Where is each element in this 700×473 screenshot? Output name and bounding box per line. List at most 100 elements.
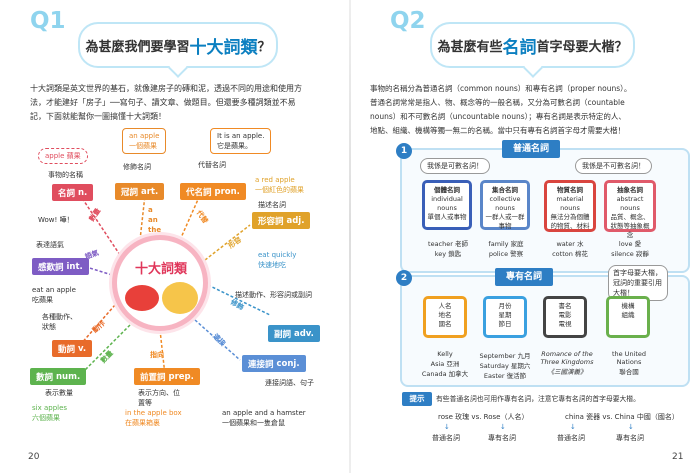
card-zh: 一群人或一群事物 — [485, 213, 525, 230]
pronoun-example-en: It is an apple. — [217, 132, 265, 140]
card-line: 地名 — [438, 311, 452, 319]
conjunction-tag: 連接詞 conj. — [242, 355, 306, 372]
question-text: 為甚麼我們要學習 — [85, 39, 190, 55]
numeral-example-en: six apples — [32, 404, 68, 412]
arrow-label-preposition: 指向 — [150, 351, 164, 359]
question-highlight: 名詞 — [502, 37, 537, 58]
proper-noun-title: 專有名詞 — [495, 268, 553, 286]
intro-line: 十大詞類是英文世界的基石，就像建房子的磚和泥，透過不同的用途和使用方 — [30, 84, 302, 93]
preposition-label: 前置詞 — [140, 372, 166, 383]
example-word: Romance of the — [541, 350, 593, 358]
article-note: 修飾名詞 — [123, 163, 151, 171]
example-word: Canada 加拿大 — [421, 370, 469, 378]
verb-abbr: v. — [77, 343, 87, 354]
question-number: Q1 — [30, 8, 66, 34]
arrow-label-article: a an the — [148, 206, 162, 234]
example-word: water 水 — [556, 240, 584, 248]
pronoun-example-zh: 它是蘋果。 — [217, 142, 252, 150]
conjunction-example-en: an apple and a hamster — [222, 409, 306, 417]
adjective-label: 形容詞 — [258, 216, 284, 227]
adverb-tag: 副詞 adv. — [268, 325, 320, 342]
preposition-example-en: in the apple box — [125, 409, 182, 417]
preposition-example-zh: 在蘋果箱裏 — [125, 419, 160, 427]
example-word: police 警察 — [488, 250, 524, 258]
question-bubble: 為甚麼我們要學習十大詞類？ — [78, 22, 278, 68]
person-place-card: 人名地名國名 — [423, 296, 467, 338]
question-mark: ？ — [257, 39, 271, 55]
tip-pair-1: rose 玫瑰 vs. Rose（人名） — [438, 412, 528, 422]
collective-noun-card: 集合名詞 collective nouns 一群人或一群事物 — [480, 180, 530, 230]
intro-line: 普通名詞常常是指人、物、概念等的一般名稱，又分為可數名詞（countable — [370, 98, 625, 107]
adverb-example-zh: 快速地吃 — [258, 261, 286, 269]
connector-noun — [79, 194, 121, 256]
conjunction-example: an apple and a hamster 一個蘋果和一隻倉鼠 — [222, 408, 306, 428]
connector-preposition — [159, 329, 166, 376]
intro-line: 事物的名稱分為普通名詞（common nouns）和專有名詞（proper no… — [370, 84, 632, 93]
conjunction-example-zh: 一個蘋果和一隻倉鼠 — [222, 419, 285, 427]
article-example-en: an apple — [129, 132, 160, 140]
hamster-character-icon — [162, 282, 198, 314]
individual-noun-card: 個體名詞 individual nouns 單個人或事物 — [422, 180, 472, 230]
intro-line: 記，下面就能幫你一圖搞懂十大詞類！ — [30, 112, 166, 121]
card-line: 節日 — [498, 320, 512, 328]
abstract-noun-card: 抽象名詞 abstract nouns 品質、概念、狀態等抽象概念 — [604, 180, 656, 239]
noun-example: apple 蘋果 — [38, 148, 88, 164]
example-word: Saturday 星期六 — [479, 362, 531, 370]
interjection-tag: 感歎詞 int. — [32, 258, 89, 275]
card-line: 星期 — [498, 311, 512, 319]
connector-conjunction — [194, 319, 241, 361]
article-tag: 冠詞 art. — [115, 183, 165, 200]
numeral-label: 數詞 — [36, 372, 54, 383]
verb-label: 動詞 — [58, 344, 76, 355]
common-word: china 瓷器 — [565, 413, 601, 421]
example-word: 聯合國 — [619, 368, 639, 376]
conjunction-abbr: conj. — [276, 358, 300, 369]
interjection-example: Wow! 嘩！ — [38, 216, 74, 224]
common-word: rose 玫瑰 — [438, 413, 470, 421]
question-text: 為甚麼有些 — [437, 39, 503, 55]
adjective-example-zh: 一個紅色的蘋果 — [255, 186, 304, 194]
intro-paragraph: 事物的名稱分為普通名詞（common nouns）和專有名詞（proper no… — [370, 82, 690, 138]
question-number: Q2 — [390, 8, 426, 34]
example-word: Asia 亞洲 — [430, 360, 460, 368]
connector-adjective — [204, 224, 251, 261]
adjective-abbr: adj. — [286, 215, 305, 226]
card-title: 集合名詞 — [492, 186, 518, 194]
adverb-abbr: adv. — [293, 328, 314, 339]
material-noun-card: 物質名詞 material nouns 無法分為個體的物質、材料 — [544, 180, 596, 232]
pronoun-example: It is an apple. 它是蘋果。 — [210, 128, 272, 154]
verb-example-zh: 吃蘋果 — [32, 296, 53, 304]
card-en: abstract nouns — [616, 195, 644, 212]
adverb-label: 副詞 — [274, 329, 292, 340]
question-bubble: 為甚麼有些名詞首字母要大楷？ — [430, 22, 635, 68]
intro-paragraph: 十大詞類是英文世界的基石，就像建房子的磚和泥，透過不同的用途和使用方 法，才能建… — [30, 82, 330, 124]
card-zh: 品質、概念、狀態等抽象概念 — [610, 213, 650, 239]
numeral-note: 表示數量 — [45, 389, 73, 397]
numeral-abbr: num. — [55, 371, 81, 382]
page-number: 21 — [672, 452, 684, 462]
example-word: family 家庭 — [488, 240, 524, 248]
example-word: teacher 老師 — [428, 240, 468, 248]
question-rest: 首字母要大楷？ — [536, 39, 628, 55]
uncountable-bubble: 我係是不可數名詞！ — [575, 158, 652, 174]
pronoun-label: 代名詞 — [186, 187, 212, 198]
example-word: Easter 復活節 — [483, 372, 527, 380]
card-line: 機構 — [621, 302, 635, 310]
date-card: 月份星期節日 — [483, 296, 527, 338]
preposition-note: 表示方向、位置等 — [138, 389, 180, 407]
connector-pronoun — [179, 194, 201, 241]
example-word: Nations — [616, 358, 642, 366]
arrow-icon: ↓ — [500, 423, 506, 431]
card-line: 人名 — [438, 302, 452, 310]
